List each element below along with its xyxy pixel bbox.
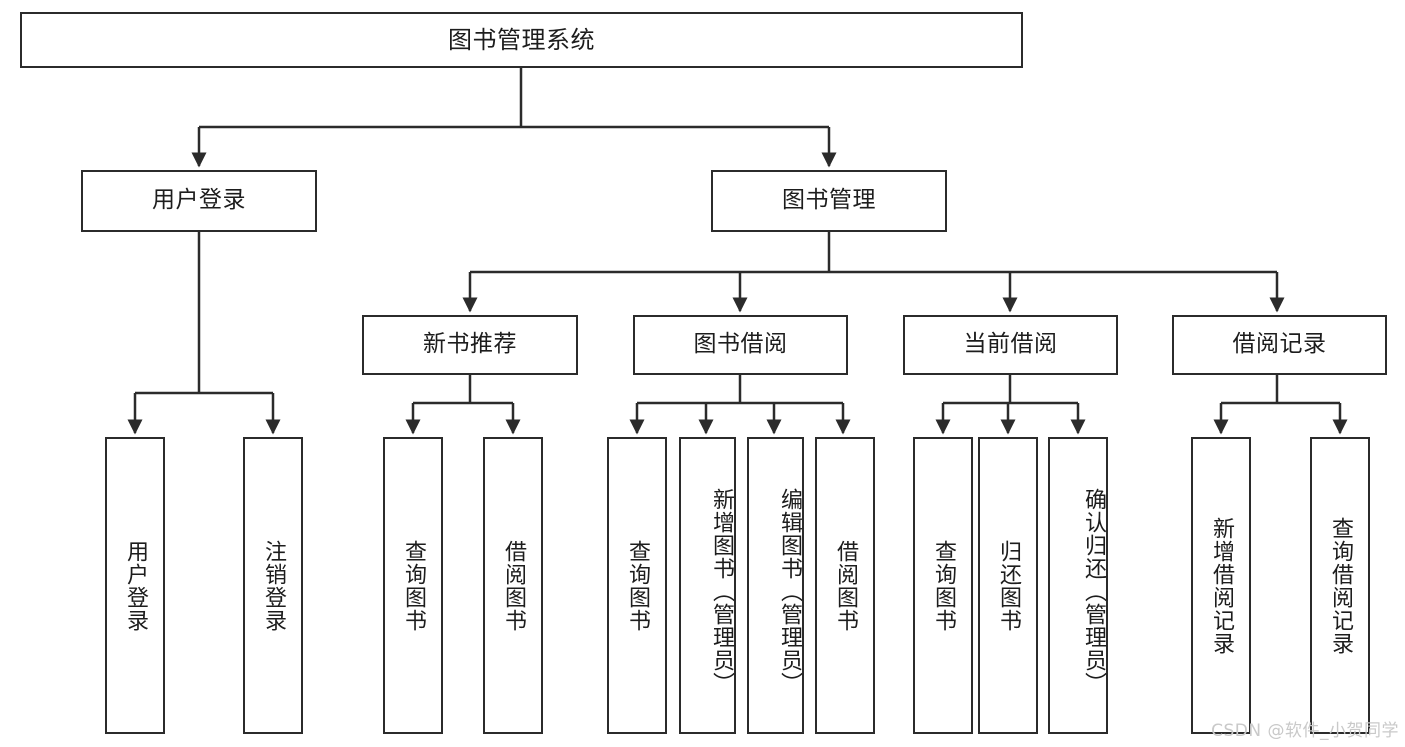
leaf-borrow-edit-book-admin[interactable]: 编辑图书（管理员） <box>747 437 804 734</box>
leaf-current-confirm-return-admin[interactable]: 确认归还（管理员） <box>1048 437 1108 734</box>
node-root-system[interactable]: 图书管理系统 <box>20 12 1023 68</box>
leaf-record-add-borrow-record[interactable]: 新增借阅记录 <box>1191 437 1251 734</box>
leaf-new-book-query-book[interactable]: 查询图书 <box>383 437 443 734</box>
node-book-management[interactable]: 图书管理 <box>711 170 947 232</box>
csdn-watermark: CSDN @软件_小贺同学 <box>1211 721 1399 741</box>
node-current-borrow[interactable]: 当前借阅 <box>903 315 1118 375</box>
leaf-borrow-add-book-admin[interactable]: 新增图书（管理员） <box>679 437 736 734</box>
leaf-borrow-borrow-book[interactable]: 借阅图书 <box>815 437 875 734</box>
leaf-borrow-query-book[interactable]: 查询图书 <box>607 437 667 734</box>
node-user-login[interactable]: 用户登录 <box>81 170 317 232</box>
leaf-record-query-borrow-record[interactable]: 查询借阅记录 <box>1310 437 1370 734</box>
leaf-current-return-book[interactable]: 归还图书 <box>978 437 1038 734</box>
leaf-current-query-book[interactable]: 查询图书 <box>913 437 973 734</box>
leaf-new-book-borrow-book[interactable]: 借阅图书 <box>483 437 543 734</box>
leaf-user-login-login[interactable]: 用户登录 <box>105 437 165 734</box>
node-borrow-record[interactable]: 借阅记录 <box>1172 315 1387 375</box>
node-new-book-recommend[interactable]: 新书推荐 <box>362 315 578 375</box>
leaf-user-login-logout[interactable]: 注销登录 <box>243 437 303 734</box>
node-book-borrow[interactable]: 图书借阅 <box>633 315 848 375</box>
